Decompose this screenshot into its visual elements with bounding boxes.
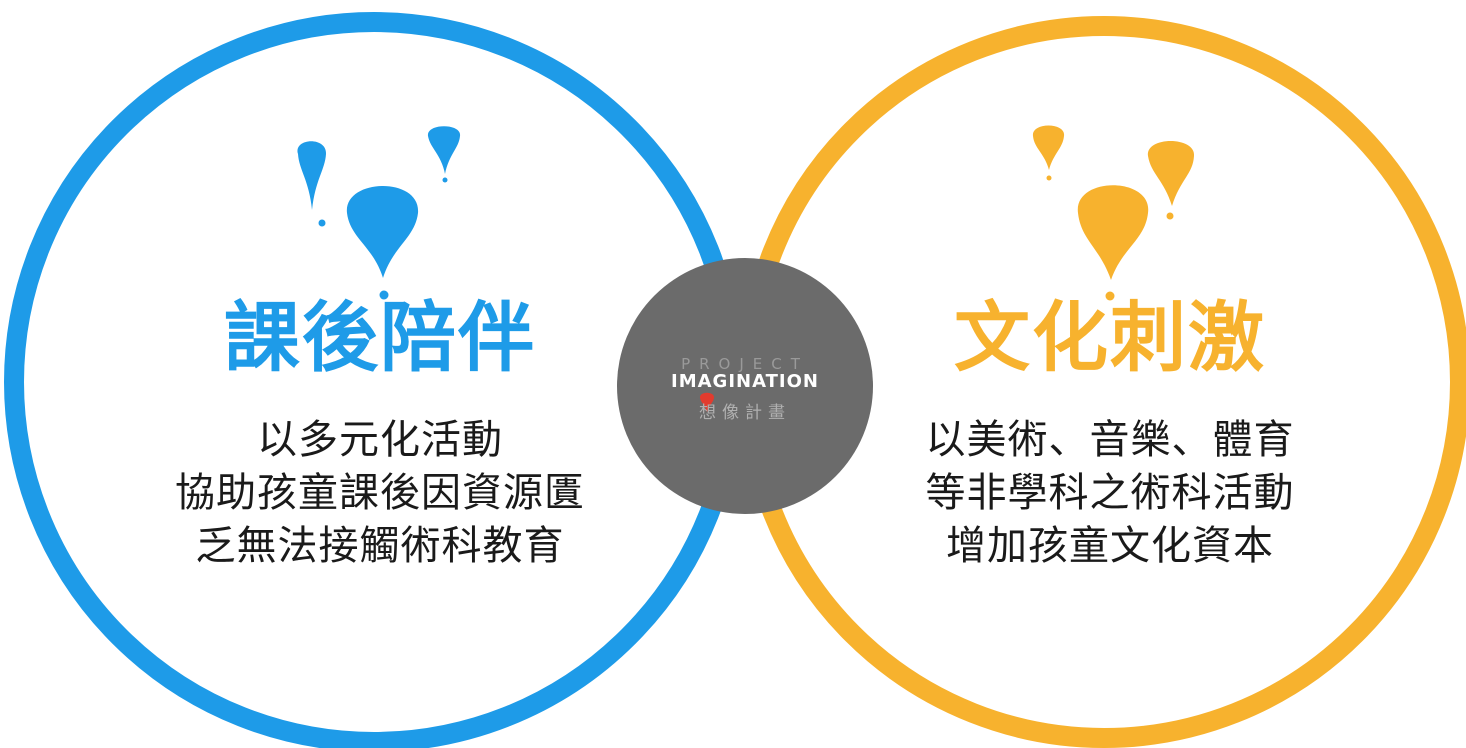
logo-top-text: PROJECT — [681, 355, 809, 373]
balloons-icon — [1032, 125, 1195, 301]
left-description-line: 以多元化活動 — [257, 417, 503, 463]
left-description: 以多元化活動 協助孩童課後因資源匱 乏無法接觸術科教育 — [80, 414, 680, 573]
right-description: 以美術、音樂、體育 等非學科之術科活動 增加孩童文化資本 — [810, 414, 1410, 573]
logo-sub-text: 想像計畫 — [699, 403, 791, 423]
balloons-icon — [297, 126, 461, 300]
right-description-line: 以美術、音樂、體育 — [925, 417, 1295, 463]
logo-balloon-icon — [699, 392, 715, 412]
right-description-line: 增加孩童文化資本 — [946, 523, 1274, 569]
left-description-line: 協助孩童課後因資源匱 — [175, 470, 585, 516]
logo-main-text: IMAGINATION — [671, 371, 819, 392]
left-title: 課後陪伴 — [224, 293, 536, 382]
right-title: 文化刺激 — [954, 293, 1266, 382]
left-description-line: 乏無法接觸術科教育 — [195, 523, 565, 569]
project-imagination-logo: PROJECT IMAGINATION 想像計畫 — [617, 258, 873, 514]
right-description-line: 等非學科之術科活動 — [925, 470, 1295, 516]
